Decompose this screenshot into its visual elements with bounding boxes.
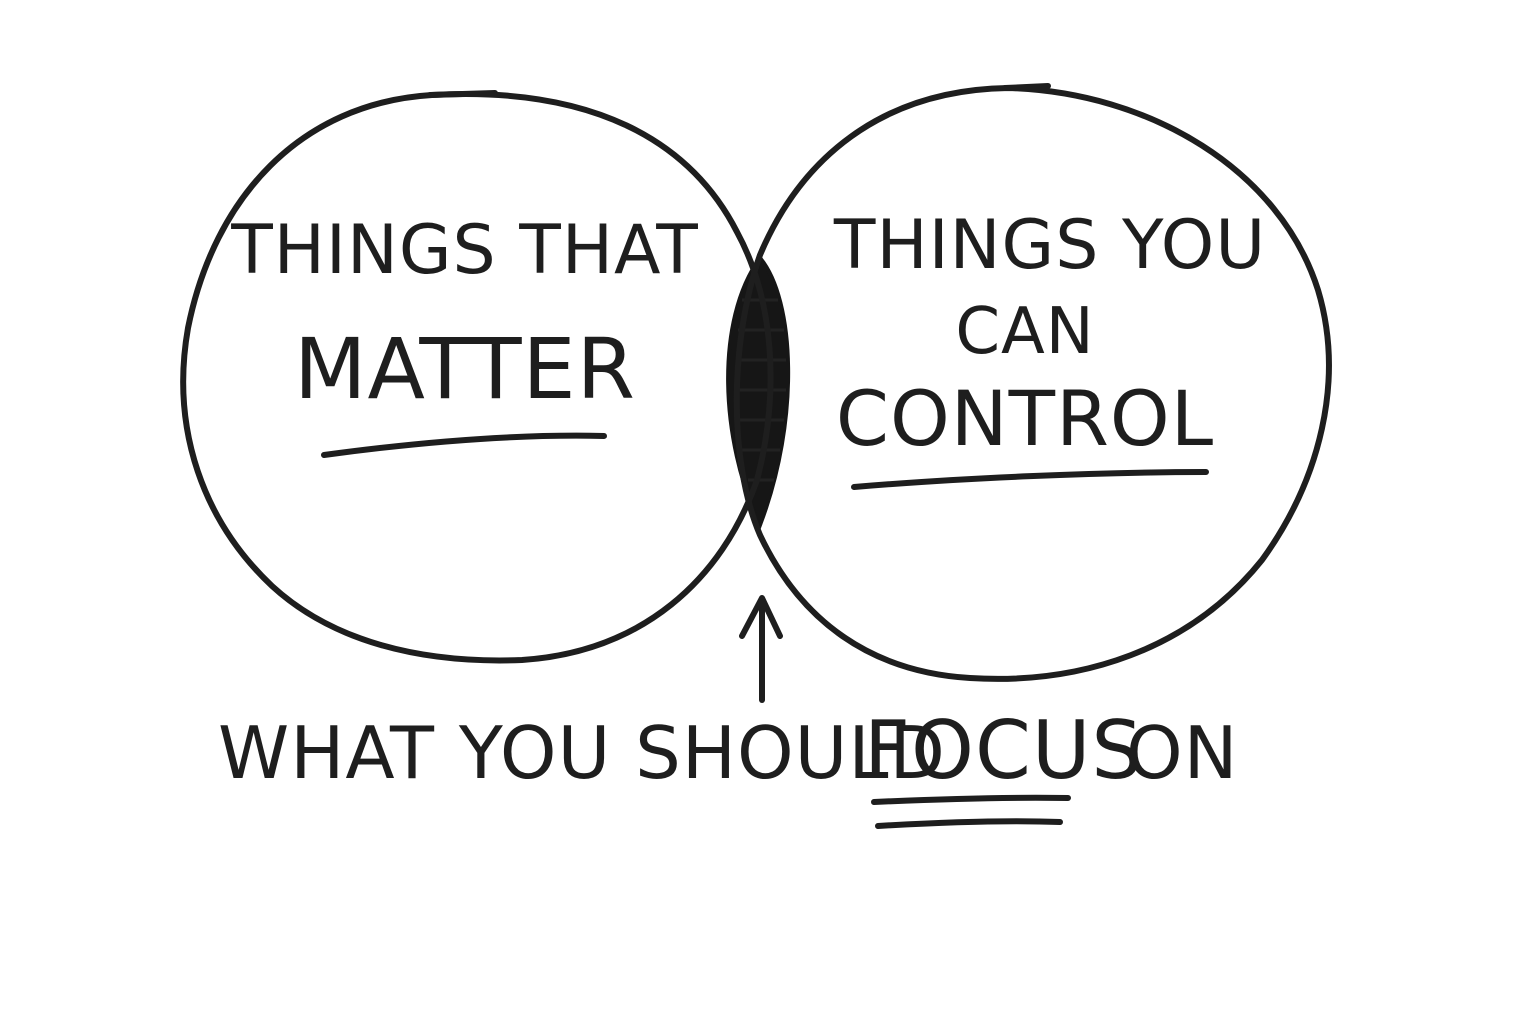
focus-double-underline (871, 794, 1071, 829)
right-circle (733, 85, 1332, 682)
left-circle-line1: THINGS THAT (230, 211, 699, 290)
right-circle-overlap-stroke (1002, 83, 1051, 91)
caption-part1: WHAT YOU SHOULD (218, 711, 946, 795)
right-circle-line3: CONTROL (836, 374, 1214, 463)
right-circle-line2: CAN (955, 295, 1094, 369)
left-circle-overlap-stroke (427, 90, 498, 98)
caption-focus: FOCUS (864, 704, 1143, 797)
left-circle-line2: MATTER (294, 320, 636, 418)
left-circle-underline (321, 432, 607, 458)
caption-part2: ON (1126, 711, 1239, 795)
right-circle-line1: THINGS YOU (833, 206, 1266, 285)
left-circle (180, 91, 774, 664)
right-circle-underline (851, 469, 1209, 490)
up-arrow-icon (739, 595, 783, 703)
